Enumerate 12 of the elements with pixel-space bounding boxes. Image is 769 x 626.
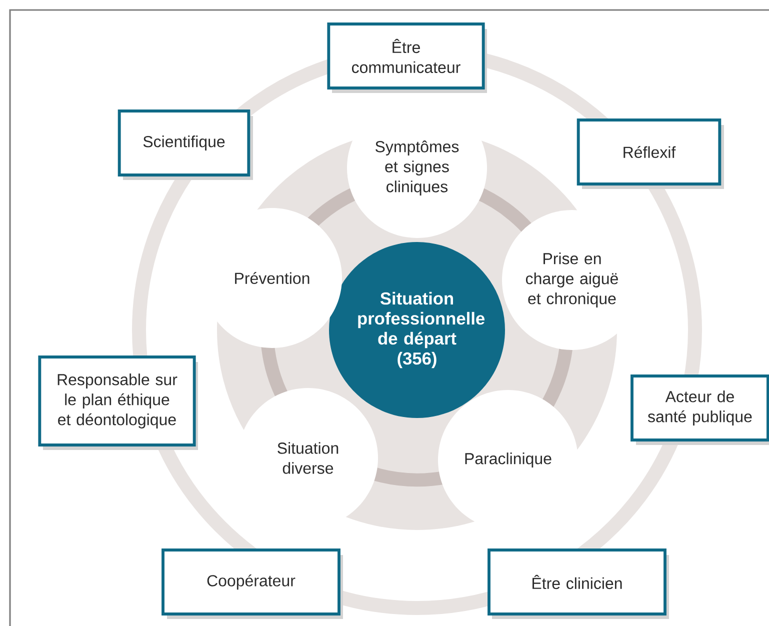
- role-box: Scientifique: [118, 110, 250, 176]
- role-box: Être communicateur: [327, 22, 485, 90]
- node-label: Prévention: [235, 272, 310, 284]
- node-label: Prise en charge aiguë et chronique: [526, 252, 618, 308]
- role-box: Être clinicien: [488, 548, 666, 616]
- role-box: Réflexif: [576, 118, 722, 186]
- node-label: Situation diverse: [278, 442, 338, 474]
- role-box: Coopérateur: [162, 548, 340, 616]
- role-box: Responsable sur le plan éthique et déontologique: [38, 356, 196, 446]
- role-box: Acteur de santé publique: [630, 374, 769, 442]
- node-label: Symptômes et signes cliniques: [376, 140, 459, 196]
- node-label: Paraclinique: [465, 452, 552, 468]
